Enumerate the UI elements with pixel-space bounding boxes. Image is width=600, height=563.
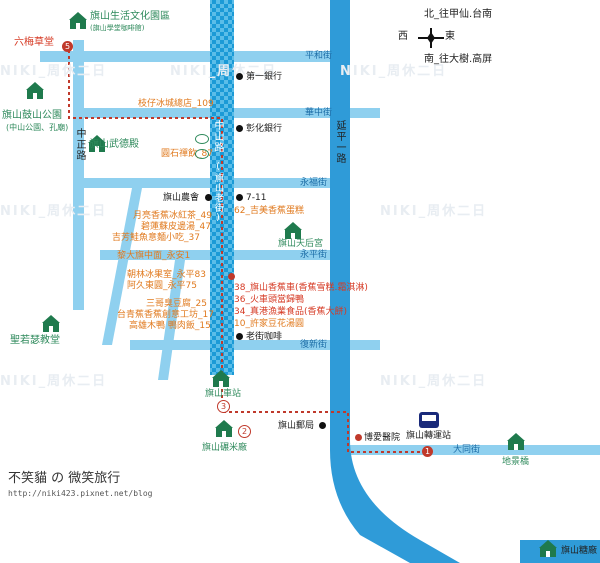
church-icon [40,315,62,333]
watermark: NIKI_周休二日 [0,64,108,79]
route-stop-2: 2 [238,425,251,438]
shop-jimei: 62_吉美香蕉蛋糕 [234,206,304,216]
shop-bilian: 碧蓮蘇皮邊湯_47 [141,222,211,232]
place-station: 旗山車站 [205,389,242,399]
place-gushan-park: 旗山鼓山公園 [2,110,62,121]
farmers-marker [205,194,212,201]
shop-gaoxiong: 高雄木鴨 鴨肉飯_15 [129,321,211,331]
road-label-yanping: 延平一路 [334,120,345,164]
brand-title: 不笑貓 の 微笑旅行 [8,471,121,486]
brand-url[interactable]: http://niki423.pixnet.net/blog [8,489,153,498]
post-marker [319,422,326,429]
road-diagonal-2 [158,260,185,380]
shop-zhizai: 枝仔冰城總店_109 [138,99,214,109]
shop-moon: 月亮香蕉冰紅茶_49 [133,211,212,221]
road-label-yongping: 永平街 [300,250,328,260]
place-sugar: 旗山糖廠 [561,546,598,556]
place-seven: 7-11 [246,193,267,203]
shop-huochetou: 36_火車頭當歸鴨 [234,295,304,305]
place-first-bank: 第一銀行 [246,72,283,82]
place-dijing: 地景橋 [502,457,530,467]
place-changhua-bank: 彰化銀行 [246,124,283,134]
road-label-datong: 大同街 [453,445,481,455]
shop-taiqing: 台青蕉香蕉創意工坊_17 [117,310,214,320]
place-liumei: 六梅草堂 [14,37,54,48]
scenic-eye-icon [195,149,209,159]
watermark: NIKI_周休二日 [380,204,488,219]
place-culture-park: 旗山生活文化園區 [90,11,170,22]
first-bank-marker [236,73,243,80]
changhua-bank-marker [236,125,243,132]
place-old-cafe: 老街咖啡 [246,332,283,342]
road-label-yongfu: 永福街 [300,178,328,188]
shop-jifang: 吉芳鮭魚意麵小吃_37 [112,233,200,243]
bridge-icon [505,433,527,451]
road-diagonal [102,188,142,345]
road-label-zhongshan-sub: (旗山老街) [213,162,223,224]
road-fuxin [130,340,380,350]
route-stop-1: 1 [422,446,433,457]
place-qishan-transfer: 旗山轉運站 [406,431,452,441]
compass-rose [418,28,444,48]
river [330,0,460,563]
rice-mill-icon [213,420,235,438]
road-datong [350,445,600,455]
walking-route [68,44,430,453]
compass-south: 南_往大樹.高屏 [424,54,493,65]
road-label-zhongzheng: 中正路 [74,128,85,161]
place-wude: 旗山武德殿 [89,139,139,150]
place-holy-rosary: 聖若瑟教堂 [10,335,60,346]
road-label-zhongshan: 中山路 [212,120,223,153]
boai-marker [355,434,362,441]
place-culture-park-sub: (旗山學堂咖啡館) [90,24,145,32]
seven-marker [236,194,243,201]
route-stop-3: 3 [217,400,230,413]
shop-chaolin: 朝林冰果室_永平83 [127,270,206,280]
compass-north: 北_往甲仙.台南 [424,9,493,20]
place-rice-mill: 旗山碾米廠 [202,443,248,453]
place-gushan-park-sub: (中山公園、孔廟) [6,123,69,132]
place-boai: 博愛醫院 [364,433,401,443]
shop-sange: 三哥臭豆腐_25 [146,299,207,309]
watermark: NIKI_周休二日 [170,64,278,79]
road-heping [40,51,340,62]
place-farmers: 旗山農會 [163,193,200,203]
station-icon [210,370,232,388]
road-label-heping: 平和街 [305,51,333,61]
road-zhongzheng [73,40,84,310]
place-tianhou: 旗山天后宮 [278,239,324,249]
route-stop-5: 5 [62,41,73,52]
route-stop-4 [228,273,235,280]
tianhou-icon [282,222,304,240]
shop-ajiu: 阿久東圓_永平75 [127,281,197,291]
watermark: NIKI_周休二日 [0,374,108,389]
shop-banana-car: 38_旗山香蕉車(香蕉雪糕.霜淇淋) [234,283,368,293]
shop-lida: 黎大旗中面_永安1 [117,251,191,261]
scenic-eye-icon [195,134,209,144]
old-cafe-marker [236,333,243,340]
shop-xujia: 10_許家豆花湯圓 [234,319,304,329]
shop-yuanshi: 圓石禪飲_87 [161,149,213,159]
road-label-fuxin: 復新街 [300,340,328,350]
place-post: 旗山郵局 [278,421,315,431]
compass-west: 西 [398,31,408,42]
compass-east: 東 [445,31,455,42]
culture-park-icon [67,12,89,30]
road-label-huazhong: 華中街 [305,108,333,118]
watermark: NIKI_周休二日 [380,374,488,389]
wude-icon [86,135,108,153]
gushan-park-icon [24,82,46,100]
sugar-factory-icon [537,540,559,558]
shop-zhengang: 34_真港漁業食品(香蕉大餅) [234,307,347,317]
watermark: NIKI_周休二日 [340,64,448,79]
watermark: NIKI_周休二日 [0,204,108,219]
